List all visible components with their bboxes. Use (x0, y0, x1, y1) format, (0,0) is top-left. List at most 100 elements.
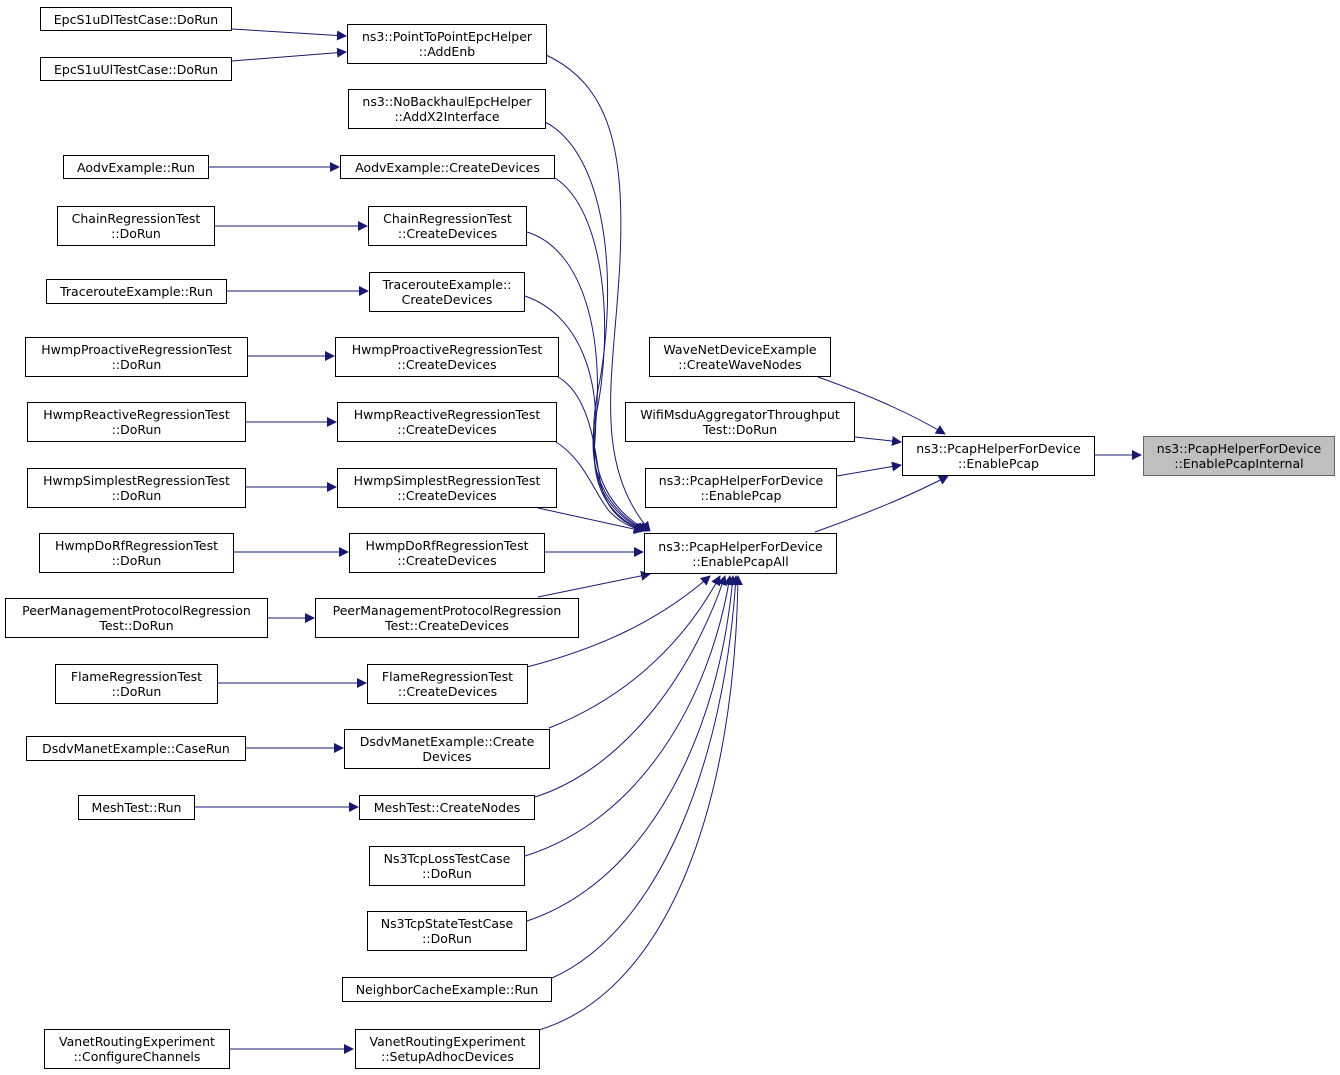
edge-wavenet-to-enablepcap (817, 376, 946, 435)
node-label-line2: ::DoRun (111, 357, 162, 372)
node-hproactcreate[interactable]: HwmpProactiveRegressionTest ::CreateDevi… (335, 337, 559, 377)
node-hdorfcreate[interactable]: HwmpDoRfRegressionTest ::CreateDevices (349, 533, 545, 573)
node-flamecreate[interactable]: FlameRegressionTest ::CreateDevices (367, 664, 528, 704)
edge-epcdl-to-addenb (231, 28, 347, 41)
node-label-line1: VanetRoutingExperiment (369, 1034, 526, 1049)
edge-ns3tcpstate-to-enablepcapall (526, 575, 738, 922)
node-wifimsdu[interactable]: WifiMsduAggregatorThroughput Test::DoRun (625, 402, 855, 442)
node-label-line2: Test::CreateDevices (385, 618, 509, 633)
node-label-line2: ::CreateDevices (397, 226, 498, 241)
node-label-line1: EpcS1uDlTestCase::DoRun (53, 11, 219, 27)
edge-vanetsetup-to-enablepcapall (538, 575, 743, 1031)
node-meshrun[interactable]: MeshTest::Run (78, 795, 195, 820)
node-vanetsetup[interactable]: VanetRoutingExperiment ::SetupAdhocDevic… (355, 1029, 540, 1069)
node-label-line2: ::CreateDevices (397, 553, 497, 568)
node-label-line1: HwmpDoRfRegressionTest (54, 538, 219, 553)
node-label-line1: WaveNetDeviceExample (663, 342, 817, 357)
node-label-line1: EpcS1uUlTestCase::DoRun (53, 61, 218, 77)
node-label-line2: ::DoRun (422, 931, 472, 946)
node-label-line1: NeighborCacheExample::Run (355, 982, 539, 997)
edge-epcul-to-addenb (231, 47, 347, 62)
node-dsdvcreate[interactable]: DsdvManetExample::Create Devices (344, 729, 550, 769)
node-ns3tcpstate[interactable]: Ns3TcpStateTestCase ::DoRun (367, 911, 527, 951)
node-hsimplerun[interactable]: HwmpSimplestRegressionTest ::DoRun (27, 468, 246, 508)
node-label-line2: ::CreateWaveNodes (678, 357, 802, 372)
node-label-line1: Ns3TcpStateTestCase (380, 916, 514, 931)
node-label-line1: ns3::PcapHelperForDevice (916, 441, 1081, 456)
node-label-line1: HwmpReactiveRegressionTest (43, 407, 230, 422)
node-label-line1: TracerouteExample:: (382, 277, 512, 292)
edge-dsdvcreate-to-enablepcapall (548, 575, 721, 729)
node-aodvcreate[interactable]: AodvExample::CreateDevices (340, 155, 555, 179)
edge-hproactcreate-to-enablepcapall (557, 376, 644, 533)
node-label-line1: ns3::PcapHelperForDevice (658, 473, 824, 488)
edge-neighbor-to-enablepcapall (551, 575, 741, 979)
node-aodvrun[interactable]: AodvExample::Run (63, 155, 209, 179)
edge-ns3tcploss-to-enablepcapall (524, 575, 734, 857)
node-enablepcap2[interactable]: ns3::PcapHelperForDevice ::EnablePcap (645, 468, 837, 508)
edge-addx2-to-enablepcapall (544, 121, 649, 532)
node-peerrun[interactable]: PeerManagementProtocolRegression Test::D… (5, 598, 268, 638)
node-label-line1: VanetRoutingExperiment (59, 1034, 215, 1049)
node-label-line1: ChainRegressionTest (383, 211, 512, 226)
node-label-line2: ::DoRun (111, 488, 162, 503)
edge-addenb-to-enablepcapall (545, 54, 651, 532)
node-hreactrun[interactable]: HwmpReactiveRegressionTest ::DoRun (27, 402, 246, 442)
node-addx2[interactable]: ns3::NoBackhaulEpcHelper ::AddX2Interfac… (348, 89, 546, 129)
node-label-line2: ::CreateDevices (397, 357, 497, 372)
node-enablepcapall[interactable]: ns3::PcapHelperForDevice ::EnablePcapAll (644, 533, 837, 574)
node-label-line2: ::DoRun (111, 422, 162, 437)
node-label-line2: ::EnablePcap (700, 488, 782, 503)
node-label-line2: ::AddEnb (418, 44, 476, 59)
node-tracecreate[interactable]: TracerouteExample:: CreateDevices (369, 272, 525, 312)
node-vanetconfig[interactable]: VanetRoutingExperiment ::ConfigureChanne… (44, 1029, 230, 1069)
node-hreactcreate[interactable]: HwmpReactiveRegressionTest ::CreateDevic… (337, 402, 557, 442)
node-chainrun[interactable]: ChainRegressionTest ::DoRun (57, 206, 215, 246)
node-label-line2: ::EnablePcapInternal (1174, 456, 1304, 471)
node-epcdl[interactable]: EpcS1uDlTestCase::DoRun (40, 7, 232, 31)
node-wavenet[interactable]: WaveNetDeviceExample ::CreateWaveNodes (649, 337, 831, 377)
node-flamerun[interactable]: FlameRegressionTest ::DoRun (55, 664, 218, 704)
node-label-line1: FlameRegressionTest (381, 669, 514, 684)
node-label-line2: ::CreateDevices (397, 422, 497, 437)
node-chaincreate[interactable]: ChainRegressionTest ::CreateDevices (368, 206, 527, 246)
node-label-line1: MeshTest::CreateNodes (373, 800, 521, 815)
node-label-line2: ::AddX2Interface (394, 109, 500, 124)
node-enablepcapinternal: ns3::PcapHelperForDevice ::EnablePcapInt… (1143, 436, 1335, 476)
node-label-line2: ::DoRun (111, 226, 161, 241)
edge-aodvcreate-to-enablepcapall (554, 177, 647, 532)
node-enablepcap-main[interactable]: ns3::PcapHelperForDevice ::EnablePcap (902, 436, 1095, 476)
node-hproactrun[interactable]: HwmpProactiveRegressionTest ::DoRun (25, 337, 248, 377)
node-label-line2: ::DoRun (111, 684, 162, 699)
node-epcul[interactable]: EpcS1uUlTestCase::DoRun (40, 57, 232, 81)
node-label-line1: HwmpReactiveRegressionTest (353, 407, 541, 422)
node-neighbor[interactable]: NeighborCacheExample::Run (342, 977, 552, 1002)
node-meshcreate[interactable]: MeshTest::CreateNodes (359, 795, 535, 820)
node-label-line1: FlameRegressionTest (70, 669, 203, 684)
edge-meshcreate-to-enablepcapall (534, 575, 727, 798)
node-label-line1: MeshTest::Run (91, 800, 182, 815)
node-label-line2: ::ConfigureChannels (73, 1049, 201, 1064)
node-hdorfrun[interactable]: HwmpDoRfRegressionTest ::DoRun (39, 533, 234, 573)
node-label-line1: PeerManagementProtocolRegression (332, 603, 562, 618)
node-dsdvrun[interactable]: DsdvManetExample::CaseRun (26, 736, 246, 761)
node-hsimplecreate[interactable]: HwmpSimplestRegressionTest ::CreateDevic… (337, 468, 557, 508)
node-label-line1: HwmpDoRfRegressionTest (365, 538, 529, 553)
node-label-line2: CreateDevices (401, 292, 493, 307)
edge-tracecreate-to-enablepcapall (524, 295, 645, 533)
node-label-line1: ns3::NoBackhaulEpcHelper (362, 94, 532, 109)
node-addenb[interactable]: ns3::PointToPointEpcHelper ::AddEnb (347, 24, 547, 64)
node-label-line1: ChainRegressionTest (71, 211, 201, 226)
node-tracerun[interactable]: TracerouteExample::Run (46, 279, 227, 304)
node-label-line1: Ns3TcpLossTestCase (383, 851, 511, 866)
node-label-line2: Test::DoRun (702, 422, 778, 437)
node-label-line2: ::SetupAdhocDevices (381, 1049, 514, 1064)
edge-enablepcap2-to-enablepcap (836, 461, 902, 477)
node-ns3tcploss[interactable]: Ns3TcpLossTestCase ::DoRun (369, 846, 525, 886)
node-label-line2: ::CreateDevices (397, 684, 498, 699)
node-label-line1: ns3::PointToPointEpcHelper (361, 29, 533, 44)
node-label-line2: Test::DoRun (99, 618, 174, 633)
node-peercreate[interactable]: PeerManagementProtocolRegression Test::C… (315, 598, 579, 638)
node-label-line1: AodvExample::CreateDevices (355, 159, 540, 175)
node-label-line1: DsdvManetExample::CaseRun (42, 741, 230, 756)
